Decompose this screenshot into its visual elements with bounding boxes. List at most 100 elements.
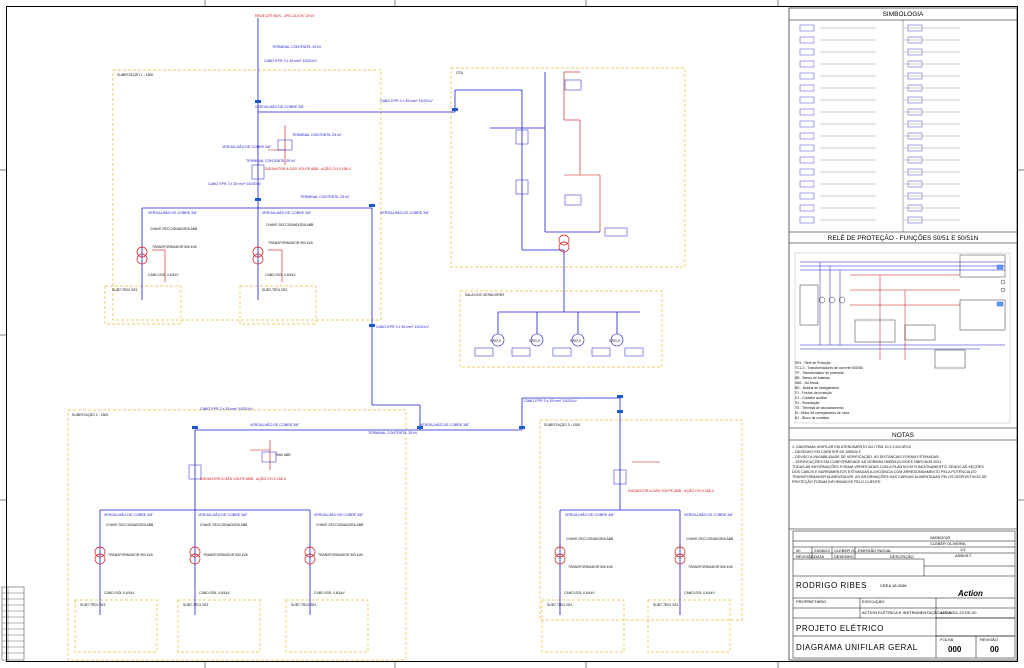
cabo-bt-label-2: CABO ISOL 0,6/1kV — [265, 273, 296, 277]
substation-boxes — [67, 67, 743, 661]
vergalhao-label-12: VERGALHÃO DE COBRE 3/8" — [684, 512, 734, 517]
terminal-label-2: TERMINAL CONTRÁTIL 25 kV — [292, 133, 342, 137]
vergalhao-label-1: VERGALHÃO DE COBRE 3/8" — [255, 104, 305, 109]
disjuntor-label-2: DISJUNTOR A GÁS VOLPE ABB - AÇÃO CH-5 15… — [200, 476, 286, 481]
legend-symbol — [799, 108, 815, 116]
drawing-frame — [6, 6, 1018, 662]
legend-symbol — [799, 216, 815, 224]
generators — [491, 333, 624, 347]
tb-status: ASBUILT — [955, 553, 972, 558]
vergalhao-label-6: VERGALHÃO DE COBRE 3/8" — [250, 422, 300, 427]
sub2-label: SUBESTAÇÃO 2 - 1500 — [72, 412, 108, 417]
note-line: DOS CABOS E BARRAMENTOS ESTIMADAS A DIST… — [792, 469, 977, 474]
cabo-bt-label-6: CABO ISOL 0,6/1kV — [564, 591, 595, 595]
subt-label-5: SUBT-TR01 SE1 — [291, 603, 317, 607]
svg-text:TC1-3 - Transformadores de cor: TC1-3 - Transformadores de corrente 500/… — [795, 366, 864, 370]
cabo-bt-label-1: CABO ISOL 0,6/1kV — [148, 273, 179, 277]
terminal-markers — [192, 100, 623, 429]
rele-title: RELÉ DE PROTEÇÃO - FUNÇÕES 50/51 E 50/51… — [828, 233, 979, 242]
tb-scale: 1/1 — [960, 547, 966, 552]
cabo-bt-label-3: CABO ISOL 0,6/1kV — [104, 591, 135, 595]
subt-label-6: SUBT-TR01 SE1 — [547, 603, 573, 607]
chave-label-5: CHAVE SECCIONADORA ABB — [316, 523, 364, 527]
relay-schematic — [794, 252, 1011, 424]
legend-symbol — [799, 132, 815, 140]
diagram-labels: REDE ATÉ BUS - 2RX-13,8 kV 25 kV SUBESTA… — [72, 13, 734, 607]
cabo-label-6: CABO EPR 3 x 35 mm² 15/25 kV — [524, 399, 577, 403]
trafo-label-4: TRANSFORMADOR 500 kVA — [203, 553, 249, 557]
subt-label-1: SUBT-TR01 SE1 — [112, 288, 138, 292]
legend-symbol — [799, 72, 815, 80]
svg-text:M - Motor de carregamento de m: M - Motor de carregamento de mola — [795, 411, 849, 415]
tb-rev-no: 00 — [796, 548, 801, 553]
legend-symbols — [799, 24, 960, 224]
note-line: – DEVIDO A INVIABILIDADE DE VERIFICAÇÃO,… — [792, 454, 940, 459]
subt-label-3: SUBT-TR01 SE1 — [80, 603, 106, 607]
cabo-label-1: CABO EPR 3 x 35 mm² 15/25 kV — [264, 59, 317, 63]
notes-list: 1. DIAGRAMA UNIFILAR EM ATENDIMENTO AO I… — [792, 445, 987, 484]
terminal-label-1: TERMINAL CONTRÁTIL 25 kV — [272, 45, 322, 49]
right-panel — [788, 7, 1018, 661]
legend-symbol — [799, 204, 815, 212]
trafo-label-5: TRANSFORMADOR 500 kVA — [318, 553, 364, 557]
tb-rev-header: DATA — [814, 554, 824, 559]
legend-symbol — [799, 60, 815, 68]
tb-execution-label: EXECUÇÃO — [862, 599, 884, 604]
svg-text:TP - Transformador de potencia: TP - Transformador de potencial — [795, 371, 844, 375]
svg-text:K1 - Contator auxiliar: K1 - Contator auxiliar — [795, 396, 828, 400]
gen-label-2: GRG-0 — [529, 339, 540, 343]
note-line: PROTEÇÃO FORAM INFORMADOS PELO CLIENTE. — [792, 479, 882, 484]
gen-label-4: GRG-0 — [609, 339, 620, 343]
chave-label-4: CHAVE SECCIONADORA ABB — [200, 523, 248, 527]
simbologia-title: SIMBOLOGIA — [883, 11, 924, 18]
chave-label-6: CHAVE SECCIONADORA ABB — [566, 537, 614, 541]
chave-label-3: CHAVE SECCIONADORA ABB — [106, 523, 154, 527]
svg-text:NB1 - No-break: NB1 - No-break — [795, 381, 819, 385]
trafo-label-2: TRANSFORMADOR 500 kVA — [268, 241, 314, 245]
cabo-label-4: CABO EPR 3 x 35 mm² 15/25 kV — [376, 325, 429, 329]
cabo-label-3: CABO EPR 3 x 35 mm² 15/25 kV — [208, 182, 261, 186]
tb-rev-header: REVISÃO — [796, 554, 814, 559]
vergalhao-label-11: VERGALHÃO DE COBRE 3/8" — [565, 512, 615, 517]
trafo-label-6: TRANSFORMADOR 500 kVA — [568, 565, 614, 569]
svg-text:F1 - Fusível de proteção: F1 - Fusível de proteção — [795, 391, 832, 395]
feeder-lines — [99, 18, 681, 615]
tb-owner-label: PROPRIETÁRIO — [796, 599, 826, 604]
switch-boxes — [188, 79, 644, 485]
tb-logo: Action — [957, 589, 983, 598]
cabo-bt-label-4: CABO ISOL 0,6/1kV — [199, 591, 230, 595]
tb-executor: ACTION ELÉTRICA E INSTRUMENTAÇÃO LTDA — [862, 610, 951, 615]
title-block: 28/06/2023 CLEBER OLIVEIRA 1/1 ASBUILT 0… — [796, 535, 999, 654]
tb-rev-by: CLEBER OL. — [834, 548, 858, 553]
legend-symbol — [799, 120, 815, 128]
note-line: – VERIFICAÇÕES EM CONFORMIDADE AS NORMAS… — [792, 459, 942, 464]
cabo-bt-label-5: CABO ISOL 0,6/1kV — [314, 591, 345, 595]
note-line: – DESENHO EM CARÁTER DE ASBUILT; — [792, 450, 861, 454]
tb-rev-header: DESENHO — [834, 554, 854, 559]
svg-text:S1 - Sinalização: S1 - Sinalização — [795, 401, 820, 405]
tb-date: 28/06/2023 — [930, 535, 951, 540]
tb-rev-header: DESCRIÇÃO — [890, 554, 914, 559]
generator-room-label: SALA DOS GERADORES — [465, 293, 505, 297]
relay-legend: REL - Relé de Proteção TC1-3 - Transform… — [795, 361, 864, 420]
legend-symbol — [799, 96, 815, 104]
tb-folha: 000 — [948, 645, 962, 654]
svg-text:REL - Relé de Proteção: REL - Relé de Proteção — [795, 361, 831, 365]
title-block-lines — [792, 530, 1016, 659]
tb-drawing-title: DIAGRAMA UNIFILAR GERAL — [796, 643, 918, 652]
legend-symbol — [799, 48, 815, 56]
tb-rev: 00 — [990, 645, 999, 654]
vergalhao-label-2: VERGALHÃO DE COBRE 3/8" — [222, 144, 272, 149]
svg-text:B1 - Bloco de contatos: B1 - Bloco de contatos — [795, 416, 829, 420]
subt-label-7: SUBT-TR01 SE1 — [653, 603, 679, 607]
vergalhao-label-3: VERGALHÃO DE COBRE 3/8" — [148, 210, 198, 215]
legend-symbol — [799, 144, 815, 152]
left-revision-table — [1, 586, 25, 661]
vergalhao-label-5: VERGALHÃO DE COBRE 3/8" — [380, 210, 430, 215]
sub3-label: SUBESTAÇÃO 3 - 1500 — [544, 422, 580, 427]
vergalhao-label-9: VERGALHÃO DE COBRE 3/8" — [198, 512, 248, 517]
subt-label-2: SUBT-TR01 SE1 — [262, 288, 288, 292]
vergalhao-label-8: VERGALHÃO DE COBRE 3/8" — [104, 512, 154, 517]
cabo-bt-label-7: CABO ISOL 0,6/1kV — [684, 591, 715, 595]
